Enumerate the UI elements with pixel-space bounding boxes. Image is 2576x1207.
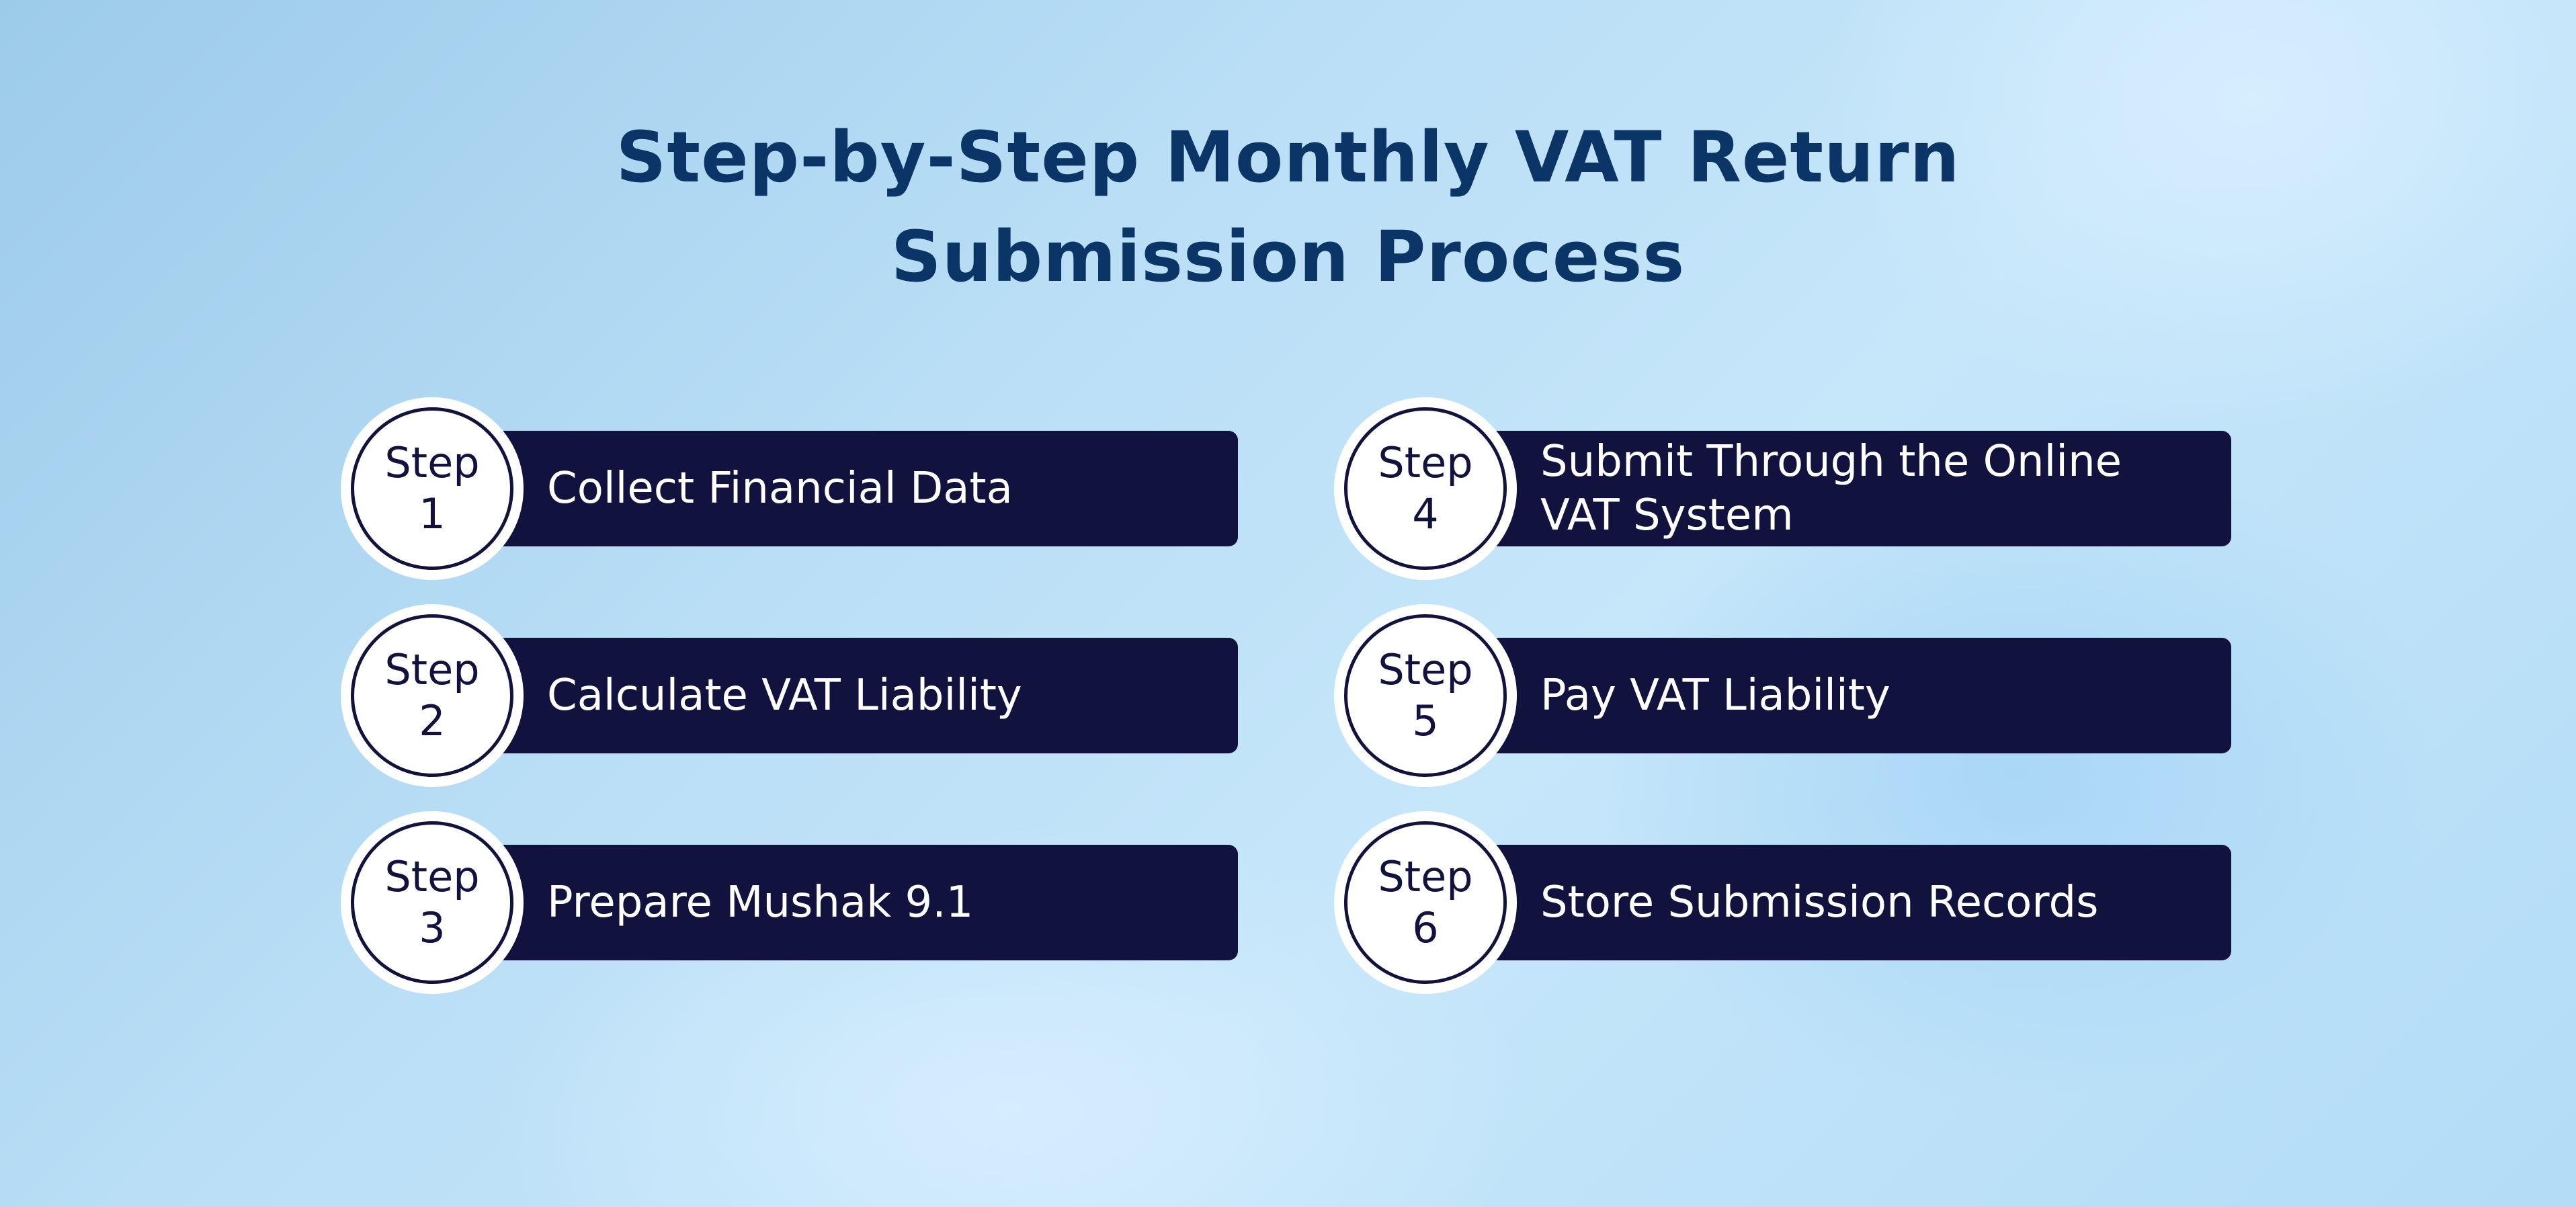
step-4-bar (1482, 431, 2231, 546)
step-1-label: Collect Financial Data (547, 464, 1013, 513)
step-5-badge-word: Step (1378, 645, 1473, 694)
step-4-badge-number: 4 (1412, 489, 1439, 538)
step-5: Pay VAT Liability Step 5 (1334, 604, 2235, 787)
step-6: Store Submission Records Step 6 (1334, 811, 2235, 994)
step-3-badge-number: 3 (419, 903, 446, 952)
step-4-label: Submit Through the Online VAT System (1540, 437, 2122, 540)
step-5-bar (1482, 638, 2231, 753)
step-4-badge-word: Step (1378, 438, 1473, 487)
page-title: Step-by-Step Monthly VAT Return Submissi… (0, 108, 2576, 306)
step-3-badge: Step 3 (341, 811, 524, 994)
step-6-bar (1482, 845, 2231, 960)
step-4: Submit Through the Online VAT System Ste… (1334, 397, 2235, 580)
step-1-bar (489, 431, 1238, 546)
step-6-badge: Step 6 (1334, 811, 1517, 994)
step-6-badge-number: 6 (1412, 903, 1439, 952)
step-3-label: Prepare Mushak 9.1 (547, 878, 974, 927)
step-2-label: Calculate VAT Liability (547, 671, 1022, 720)
step-6-badge-word: Step (1378, 852, 1473, 901)
step-3-badge-circle: Step 3 (351, 821, 513, 984)
step-1-badge: Step 1 (341, 397, 524, 580)
step-3-badge-word: Step (384, 852, 480, 901)
step-2-badge-number: 2 (419, 696, 446, 745)
step-1-badge-number: 1 (419, 489, 446, 538)
step-4-badge-circle: Step 4 (1344, 407, 1507, 570)
step-2-badge-circle: Step 2 (351, 614, 513, 777)
step-2: Calculate VAT Liability Step 2 (341, 604, 1241, 787)
step-2-badge: Step 2 (341, 604, 524, 787)
step-1-badge-circle: Step 1 (351, 407, 513, 570)
step-5-badge-number: 5 (1412, 696, 1439, 745)
step-6-label: Store Submission Records (1540, 878, 2099, 927)
step-1-badge-word: Step (384, 438, 480, 487)
step-3-bar (489, 845, 1238, 960)
step-5-badge: Step 5 (1334, 604, 1517, 787)
step-4-badge: Step 4 (1334, 397, 1517, 580)
step-5-badge-circle: Step 5 (1344, 614, 1507, 777)
step-6-badge-circle: Step 6 (1344, 821, 1507, 984)
step-3: Prepare Mushak 9.1 Step 3 (341, 811, 1241, 994)
step-5-label: Pay VAT Liability (1540, 671, 1891, 720)
step-2-badge-word: Step (384, 645, 480, 694)
step-2-bar (489, 638, 1238, 753)
page-title-line-2: Submission Process (890, 216, 1686, 298)
page-title-line-1: Step-by-Step Monthly VAT Return (616, 116, 1960, 198)
step-1: Collect Financial Data Step 1 (341, 397, 1241, 580)
